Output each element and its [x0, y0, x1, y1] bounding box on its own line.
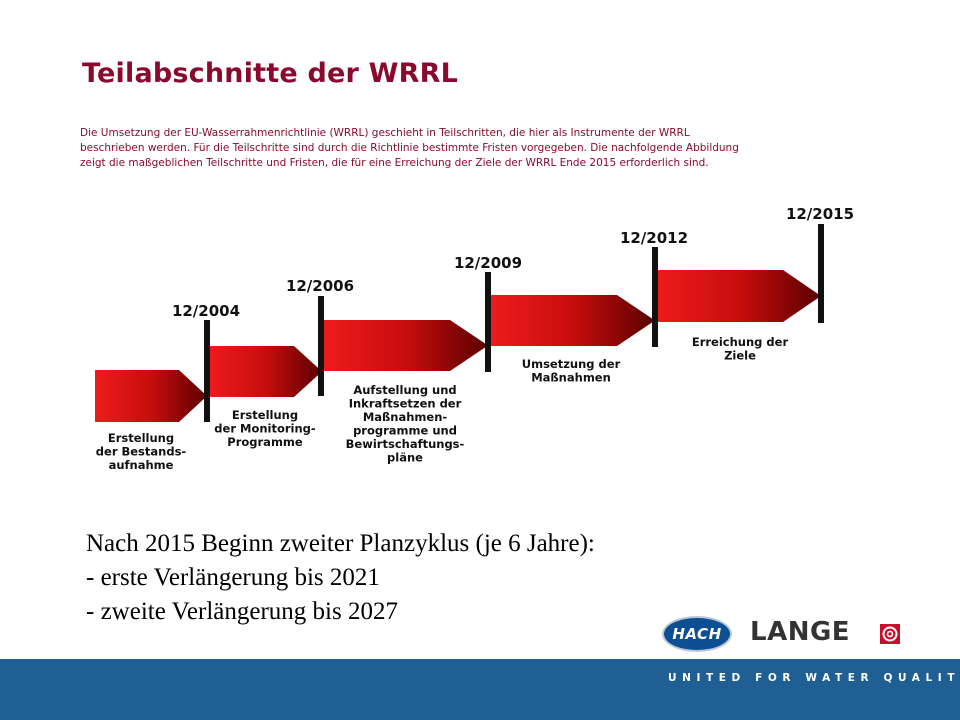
- milestone-bar: [818, 224, 824, 323]
- cycle-line: - erste Verlängerung bis 2021: [86, 564, 380, 591]
- timeline-arrow: [208, 346, 322, 397]
- intro-line: beschrieben werden. Für die Teilschritte…: [80, 142, 739, 154]
- milestone-label: 12/2006: [286, 277, 354, 295]
- timeline-arrow: [656, 270, 821, 322]
- intro-line: Die Umsetzung der EU-Wasserrahmenrichtli…: [80, 127, 690, 139]
- intro-paragraph: Die Umsetzung der EU-Wasserrahmenrichtli…: [80, 126, 880, 171]
- timeline-arrow: [323, 320, 488, 371]
- milestone-label: 12/2015: [786, 205, 854, 223]
- lange-logo-icon: [880, 624, 900, 644]
- milestone-bar: [318, 296, 324, 396]
- milestone-bar: [485, 272, 491, 372]
- intro-line: zeigt die maßgeblichen Teilschritte und …: [80, 157, 709, 169]
- hach-logo-text: HACH: [672, 625, 722, 643]
- planning-cycle-text: Nach 2015 Beginn zweiter Planzyklus (je …: [86, 527, 595, 629]
- milestone-bar: [204, 320, 210, 422]
- milestone-bar: [652, 247, 658, 347]
- lange-logo-text: LANGE: [750, 617, 851, 647]
- hach-logo-oval: HACH: [662, 616, 732, 652]
- timeline-arrow: [95, 370, 207, 422]
- milestone-label: 12/2009: [454, 254, 522, 272]
- cycle-line: Nach 2015 Beginn zweiter Planzyklus (je …: [86, 530, 595, 557]
- hach-lange-logo: HACH LANGE: [660, 614, 906, 654]
- milestone-label: 12/2012: [620, 229, 688, 247]
- footer-bar: [0, 659, 960, 720]
- timeline-arrow: [489, 295, 655, 346]
- milestone-label: 12/2004: [172, 302, 240, 320]
- cycle-line: - zweite Verlängerung bis 2027: [86, 598, 398, 625]
- footer-tagline: UNITED FOR WATER QUALITY: [668, 672, 960, 684]
- slide-title: Teilabschnitte der WRRL: [82, 58, 459, 89]
